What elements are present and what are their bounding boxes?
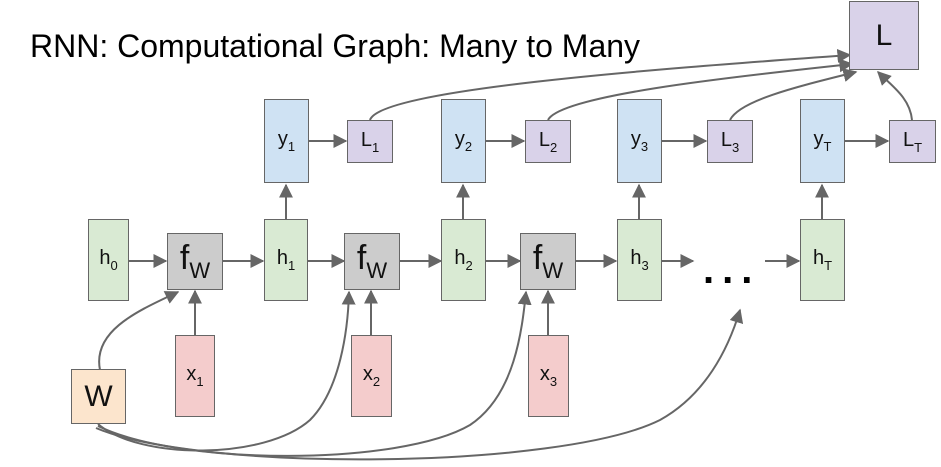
function-fW-3: fW bbox=[520, 233, 576, 290]
node-base: x bbox=[362, 363, 373, 385]
node-sub: 1 bbox=[371, 139, 380, 155]
page-title: RNN: Computational Graph: Many to Many bbox=[30, 28, 641, 64]
hidden-state-h2: h2 bbox=[441, 219, 486, 301]
node-sub: W bbox=[189, 258, 211, 283]
weights-W: W bbox=[71, 369, 126, 424]
node-base: h bbox=[630, 247, 642, 269]
function-fW-1: fW bbox=[167, 233, 223, 290]
hidden-state-h0: h0 bbox=[88, 219, 129, 301]
total-loss-L: L bbox=[849, 1, 919, 70]
node-sub: 1 bbox=[287, 258, 296, 273]
node-sub: T bbox=[823, 139, 832, 154]
arrow-LT-L bbox=[877, 71, 913, 121]
arrow-W-f3 bbox=[97, 290, 532, 457]
node-base: y bbox=[454, 128, 465, 150]
hidden-state-hT: hT bbox=[800, 219, 845, 301]
node-base: y bbox=[277, 128, 288, 150]
node-sub: 2 bbox=[549, 139, 558, 155]
node-sub: 1 bbox=[287, 139, 296, 154]
loss-L2: L2 bbox=[525, 120, 571, 163]
node-sub: 0 bbox=[110, 258, 118, 273]
output-y1: y1 bbox=[264, 99, 309, 183]
node-sub: T bbox=[824, 258, 833, 273]
node-sub: 3 bbox=[641, 258, 649, 273]
node-sub: 1 bbox=[196, 374, 204, 389]
loss-LT: LT bbox=[889, 120, 936, 163]
node-base: x bbox=[186, 363, 197, 385]
loss-L1: L1 bbox=[347, 120, 393, 163]
arrow-L1-L bbox=[369, 48, 852, 121]
output-y3: y3 bbox=[617, 99, 662, 183]
node-sub: 2 bbox=[465, 258, 473, 273]
arrow-L2-L bbox=[547, 58, 854, 121]
node-sub: 2 bbox=[372, 374, 381, 389]
hidden-state-h1: h1 bbox=[264, 219, 308, 301]
node-base: f bbox=[356, 239, 367, 277]
node-base: x bbox=[539, 363, 550, 385]
node-base: h bbox=[454, 247, 466, 269]
node-base: h bbox=[276, 247, 288, 269]
node-sub: T bbox=[914, 139, 923, 155]
node-base: y bbox=[630, 128, 641, 150]
input-x2: x2 bbox=[351, 335, 392, 417]
node-sub: 3 bbox=[731, 139, 740, 155]
function-fW-2: fW bbox=[344, 233, 400, 290]
node-sub: 3 bbox=[640, 139, 649, 154]
arrow-W-next bbox=[95, 308, 744, 461]
node-base: L bbox=[538, 128, 550, 151]
arrow-L3-L bbox=[729, 68, 858, 121]
node-base: y bbox=[813, 128, 824, 150]
arrow-W-f2 bbox=[97, 290, 356, 452]
node-sub: 3 bbox=[549, 374, 558, 389]
node-base: h bbox=[99, 247, 111, 269]
output-yT: yT bbox=[800, 99, 845, 183]
node-sub: W bbox=[366, 258, 388, 283]
node-base: h bbox=[812, 247, 825, 269]
input-x1: x1 bbox=[175, 335, 215, 417]
node-sub: 2 bbox=[464, 139, 473, 154]
node-base: W bbox=[84, 379, 113, 413]
node-base: L bbox=[720, 128, 732, 151]
loss-L3: L3 bbox=[707, 120, 753, 163]
node-base: f bbox=[179, 239, 190, 277]
node-base: L bbox=[875, 18, 893, 52]
hidden-state-h3: h3 bbox=[617, 219, 662, 301]
node-base: L bbox=[902, 128, 915, 151]
node-sub: W bbox=[542, 258, 564, 283]
node-base: L bbox=[360, 128, 372, 151]
arrow-W-f1 bbox=[98, 291, 180, 371]
input-x3: x3 bbox=[528, 335, 569, 417]
ellipsis: ... bbox=[703, 248, 761, 292]
output-y2: y2 bbox=[441, 99, 486, 183]
node-base: f bbox=[532, 239, 543, 277]
